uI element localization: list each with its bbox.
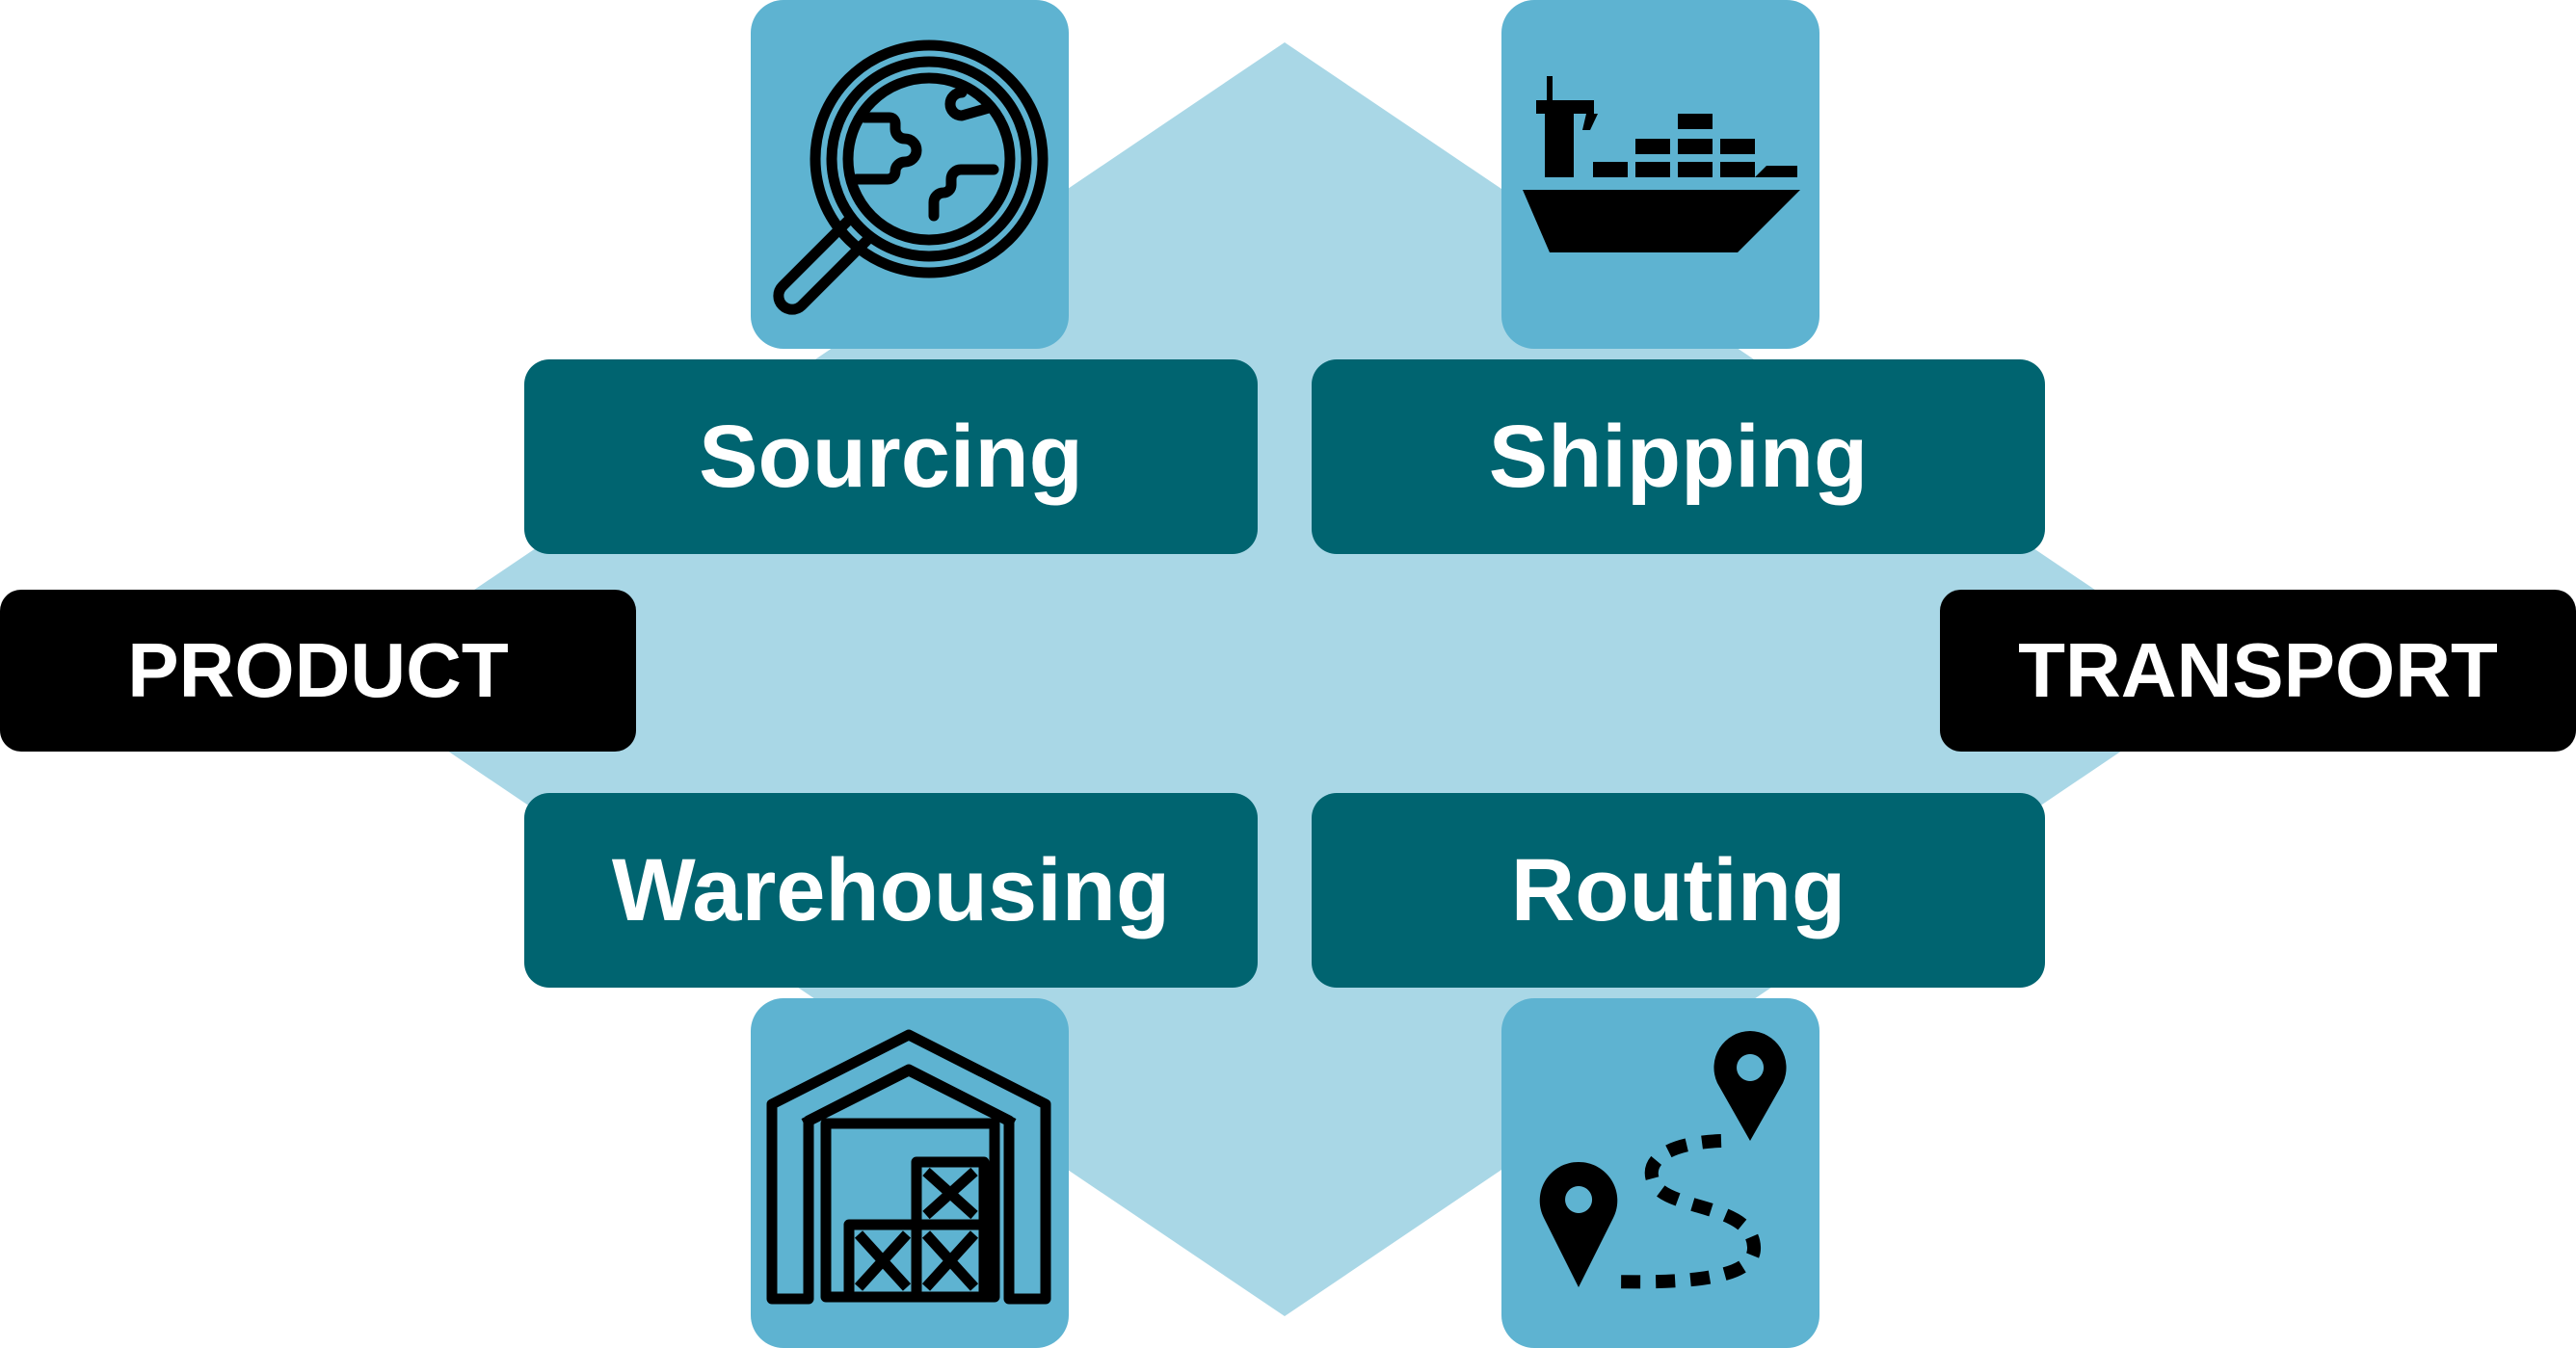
routing-label: Routing	[1510, 840, 1846, 939]
sourcing-label: Sourcing	[699, 407, 1083, 506]
transport-box: TRANSPORT	[1940, 590, 2576, 752]
product-box: PRODUCT	[0, 590, 636, 752]
warehousing-icon-box	[751, 998, 1069, 1348]
sourcing-box: Sourcing	[524, 359, 1258, 554]
sourcing-icon-box	[751, 0, 1069, 349]
shipping-box: Shipping	[1312, 359, 2045, 554]
warehousing-label: Warehousing	[611, 840, 1171, 939]
product-label: PRODUCT	[127, 627, 509, 713]
transport-label: TRANSPORT	[2018, 627, 2498, 713]
globe-magnifier-icon	[773, 40, 1049, 315]
routing-icon-box	[1501, 998, 1819, 1348]
cargo-ship-icon	[1523, 76, 1800, 252]
warehouse-icon	[766, 1029, 1051, 1305]
shipping-label: Shipping	[1488, 407, 1869, 506]
shipping-icon-box	[1501, 0, 1819, 349]
routing-box: Routing	[1312, 793, 2045, 988]
map-route-icon	[1539, 1031, 1787, 1289]
warehousing-box: Warehousing	[524, 793, 1258, 988]
